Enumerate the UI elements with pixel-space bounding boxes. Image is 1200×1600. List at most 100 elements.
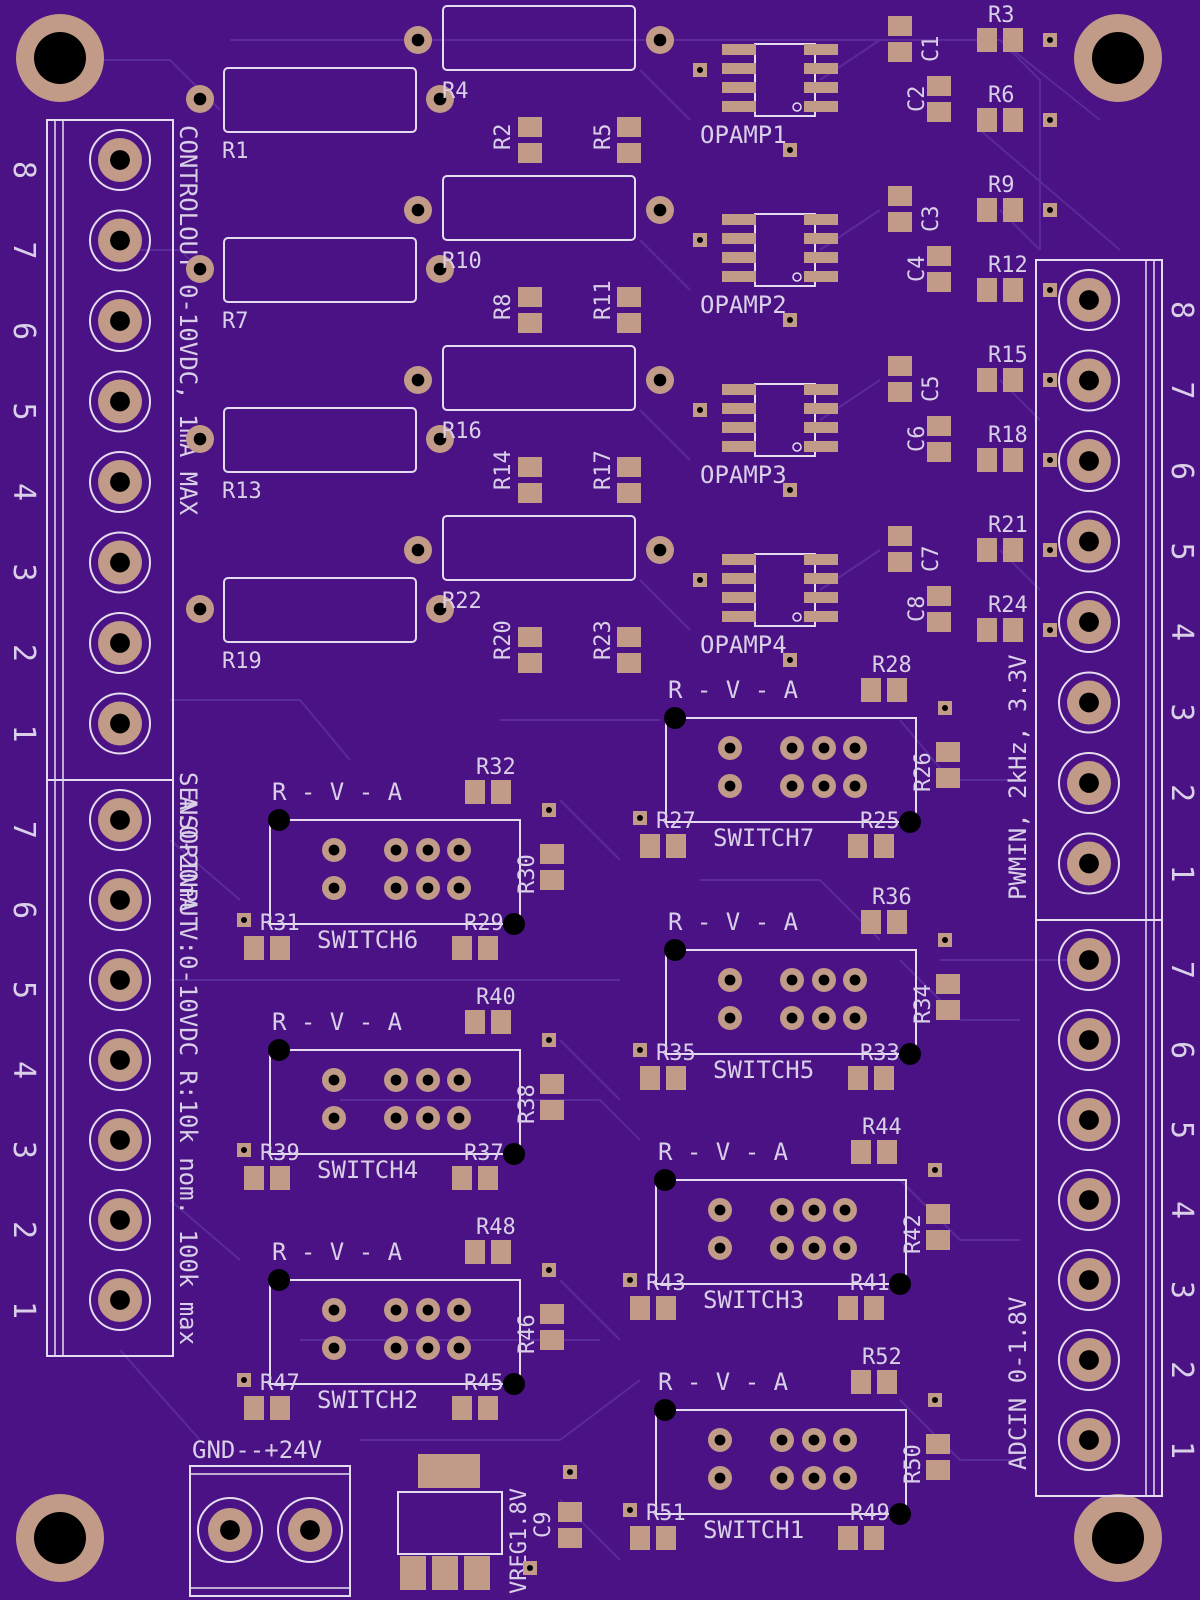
resistor-label: R50 (901, 1444, 926, 1484)
switch-mount-drill (503, 913, 525, 935)
terminal-pin-pad-drill (1079, 1270, 1099, 1290)
resistor-label: R40 (476, 985, 516, 1010)
resistor-label: R35 (656, 1041, 696, 1066)
switch-mode-label: R - V - A (272, 1238, 403, 1266)
power-terminal-ring (197, 1497, 263, 1563)
switch-pin-pad-drill (453, 1112, 465, 1124)
pin-number: 1 (1164, 1441, 1199, 1459)
switch-mode-label: R - V - A (668, 908, 799, 936)
switch-mount-drill (889, 1503, 911, 1525)
resistor-label: R2 (491, 124, 516, 151)
smd-resistor-pad-b (491, 1240, 511, 1264)
switch-pin-pad-drill (714, 1204, 726, 1216)
opamp-label: OPAMP4 (700, 631, 787, 659)
switch-outline (269, 1279, 521, 1385)
smd-resistor-pad-a (861, 678, 881, 702)
switch-mount-drill (654, 1169, 676, 1191)
power-terminal-outline (189, 1465, 351, 1597)
switch-label: SWITCH3 (703, 1286, 804, 1314)
opamp-pin1-marker (792, 102, 802, 112)
trace-5 (639, 239, 691, 291)
resistor-label: R4 (442, 79, 469, 104)
terminal-pin-pad-drill (1079, 692, 1099, 713)
resistor-pad-drill (653, 543, 667, 557)
resistor-label: R17 (591, 450, 616, 490)
terminal-ring (1058, 430, 1120, 492)
capacitor-pad-b (927, 272, 951, 292)
terminal-pin-pad-drill (1079, 773, 1099, 793)
switch-label: SWITCH4 (317, 1156, 418, 1184)
capacitor-pad-a (558, 1502, 582, 1522)
terminal-ring (1058, 349, 1120, 412)
smd-resistor-pad-b (666, 834, 686, 858)
terminal-pin-pad-drill (1079, 370, 1099, 391)
switch-mount-drill (503, 1143, 525, 1165)
opamp-pin (804, 573, 838, 584)
switch-mount-drill (654, 1399, 676, 1421)
trace-17 (169, 839, 241, 901)
smd-resistor-pad-a (977, 538, 997, 562)
resistor-label: R31 (260, 911, 300, 936)
resistor-pad-drill (411, 543, 425, 557)
smd-resistor-pad-a (977, 618, 997, 642)
opamp-pin (722, 422, 756, 433)
pin-number: 2 (1164, 784, 1199, 802)
switch-pin-pad-drill (453, 1074, 465, 1086)
terminal-ring (89, 789, 151, 851)
via-pad-drill (527, 1565, 533, 1571)
pin-number: 5 (6, 981, 41, 999)
pin-number: 3 (1164, 703, 1199, 721)
smd-resistor-pad-a (518, 627, 542, 647)
switch-mode-label: R - V - A (272, 1008, 403, 1036)
switch-pin-pad-drill (328, 1304, 340, 1316)
smd-resistor-pad-b (518, 483, 542, 503)
terminal-pin-pad-drill (110, 230, 130, 251)
capacitor-pad-a (888, 356, 912, 376)
via-pad-drill (1047, 37, 1053, 43)
switch-pin-pad-drill (724, 780, 736, 792)
pin-number: 5 (6, 402, 41, 420)
terminal-pin-pad-drill (1079, 1350, 1099, 1370)
smd-resistor-pad-b (874, 834, 894, 858)
pin-number: 2 (1164, 1361, 1199, 1379)
pin-number: 7 (1164, 381, 1199, 399)
smd-resistor-pad-b (478, 936, 498, 960)
opamp-outline (754, 43, 816, 117)
switch-mount-drill (664, 707, 686, 729)
smd-resistor-pad-a (518, 457, 542, 477)
resistor-body (223, 407, 417, 473)
mounting-hole-drill-1 (34, 32, 86, 84)
smd-resistor-pad-b (491, 780, 511, 804)
opamp-pin (722, 573, 756, 584)
switch-pin-pad-drill (422, 1342, 434, 1354)
capacitor-pad-b (558, 1528, 582, 1548)
opamp-pin (804, 611, 838, 622)
smd-resistor-pad-a (518, 287, 542, 307)
pin-number: 6 (6, 322, 41, 340)
terminal-pin-pad-drill (1079, 531, 1099, 552)
smd-resistor-pad-b (1003, 278, 1023, 302)
switch-pin-pad-drill (328, 844, 340, 856)
resistor-label: R47 (260, 1371, 300, 1396)
smd-resistor-pad-a (977, 368, 997, 392)
opamp-pin (804, 44, 838, 55)
terminal-ring (89, 612, 151, 674)
switch-mount-drill (889, 1273, 911, 1295)
smd-resistor-pad-a (851, 1370, 871, 1394)
smd-resistor-pad-b (936, 1000, 960, 1020)
switch-pin-pad-drill (818, 974, 830, 986)
switch-outline (655, 1409, 907, 1515)
terminal-ring (89, 1189, 151, 1251)
opamp-pin (804, 554, 838, 565)
switch-pin-pad-drill (776, 1472, 788, 1484)
smd-resistor-pad-b (540, 1100, 564, 1120)
terminal-pin-pad-drill (1079, 1110, 1099, 1130)
switch-pin-pad-drill (328, 882, 340, 894)
resistor-body (442, 345, 636, 411)
switch-pin-pad-drill (422, 882, 434, 894)
smd-resistor-pad-b (864, 1296, 884, 1320)
